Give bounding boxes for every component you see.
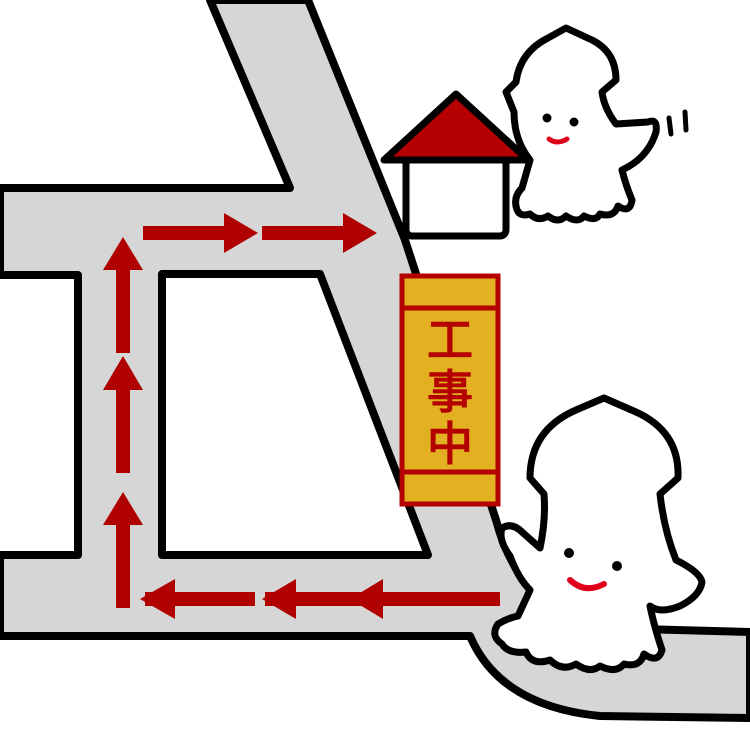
detour-arrow bbox=[143, 213, 258, 253]
sign-char-2: 事 bbox=[427, 365, 473, 419]
detour-arrow bbox=[103, 356, 143, 473]
house-icon bbox=[380, 90, 532, 240]
block-center bbox=[158, 270, 432, 559]
sign-char-3: 中 bbox=[427, 417, 473, 471]
construction-sign: 工 事 中 bbox=[399, 273, 501, 507]
squid-character bbox=[502, 24, 689, 224]
detour-arrow bbox=[103, 492, 143, 608]
detour-route bbox=[103, 213, 500, 619]
squid-character bbox=[491, 394, 706, 673]
detour-arrow bbox=[140, 579, 255, 619]
detour-arrow bbox=[262, 579, 375, 619]
detour-arrow bbox=[103, 237, 143, 353]
detour-arrow bbox=[262, 213, 377, 253]
sign-char-1: 工 bbox=[427, 313, 473, 367]
